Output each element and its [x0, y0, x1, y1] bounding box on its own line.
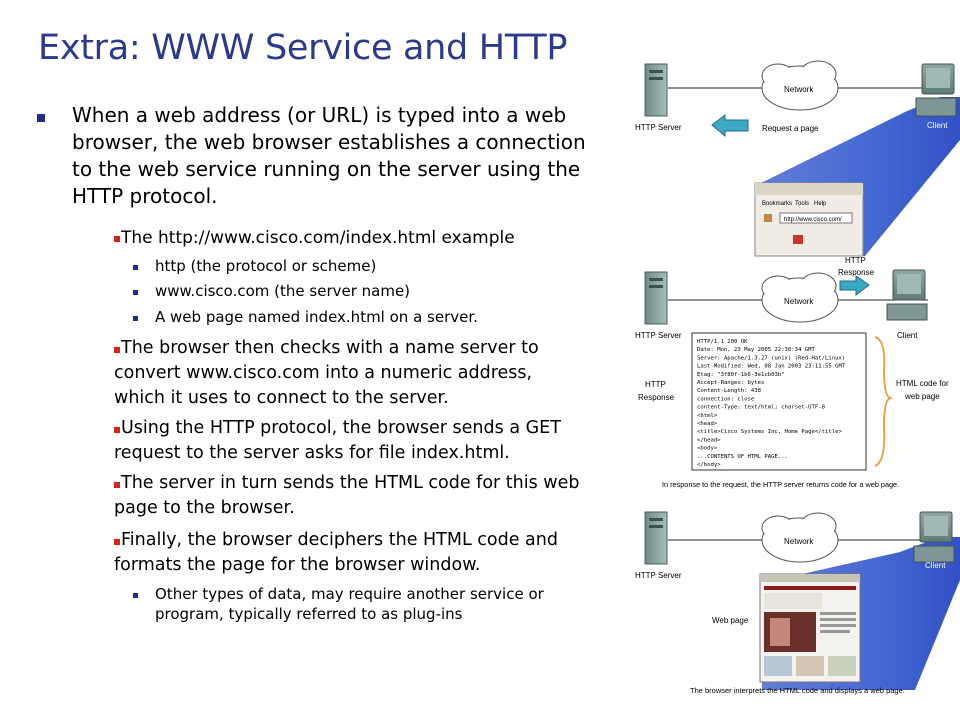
code-line: ...CONTENTS OF HTML PAGE...: [697, 454, 788, 460]
bullet-3-line-1: The browser then checks with a name serv…: [121, 338, 539, 358]
code-line: connection: close: [697, 396, 755, 402]
bullet-6-line-1: Finally, the browser deciphers the HTML …: [121, 530, 558, 550]
bullet-marker: [114, 347, 120, 353]
webpage-label: Web page: [712, 616, 749, 625]
bullet-1-line-3: to the web service running on the server…: [72, 157, 581, 181]
network-cloud-icon: [761, 60, 839, 111]
bullet-3-line-3: which it uses to connect to the server.: [114, 388, 449, 408]
server-label: HTTP Server: [635, 331, 682, 340]
client-computer-icon: [886, 269, 928, 321]
web-page-screenshot: [759, 573, 861, 683]
bullet-2a: http (the protocol or scheme): [155, 257, 377, 275]
http-label: HTTP: [645, 380, 666, 389]
network-cloud-icon: [761, 272, 839, 323]
client-label: Client: [925, 561, 946, 570]
server-label: HTTP Server: [635, 571, 682, 580]
bullet-4-line-1: Using the HTTP protocol, the browser sen…: [121, 418, 561, 438]
bullet-marker: [114, 427, 120, 433]
response-label: Response: [838, 268, 875, 277]
server-icon: [644, 63, 668, 117]
bullet-marker: [133, 316, 138, 321]
slide-title: Extra: WWW Service and HTTP: [38, 28, 568, 68]
code-line: Content-Length: 438: [697, 388, 762, 394]
bullet-marker: [114, 482, 120, 488]
client-computer-icon: [915, 63, 957, 117]
server-icon: [644, 271, 668, 325]
bullet-6a-line-2: program, typically referred to as plug-i…: [155, 605, 463, 623]
bullet-1-line-4: HTTP protocol.: [72, 184, 218, 208]
code-line: Accept-Ranges: bytes: [697, 380, 764, 386]
code-line: Date: Mon, 23 May 2005 22:38:34 GMT: [697, 347, 816, 353]
server-label: HTTP Server: [635, 123, 682, 132]
http-response-code: HTTP/1.1 200 OK Date: Mon, 23 May 2005 22…: [697, 339, 846, 468]
bullet-marker: [114, 236, 120, 242]
bullet-5-line-2: page to the browser.: [114, 498, 295, 518]
bullet-marker: [133, 593, 138, 598]
code-line: </body>: [697, 462, 721, 468]
response-label: Response: [638, 393, 675, 402]
client-label: Client: [927, 121, 948, 130]
arrow-left-icon: [711, 113, 749, 138]
brace-shape: [874, 336, 894, 467]
menu-tools: Tools: [795, 201, 809, 207]
menu-bookmarks: Bookmarks: [762, 201, 792, 207]
code-line: Etag: "3f80f-1b6-3e1cb03b": [697, 372, 785, 378]
request-label: Request a page: [762, 124, 819, 133]
html-code-label: HTML code for: [896, 379, 949, 388]
network-label: Network: [784, 85, 814, 94]
bullet-2b: www.cisco.com (the server name): [155, 282, 411, 300]
url-text: http://www.cisco.com/: [784, 217, 842, 223]
code-line: Server: Apache/1.3.27 (unix) (Red-Hat/Li…: [697, 355, 845, 361]
bullet-6-line-2: formats the page for the browser window.: [114, 555, 481, 575]
panel-response: Network HTTP Server Client HTTP Response…: [635, 269, 949, 489]
code-line: <head>: [697, 421, 718, 427]
panel-2-caption: In response to the request, the HTTP ser…: [662, 480, 899, 489]
panel-3-caption: The browser interprets the HTML code and…: [690, 686, 905, 695]
html-code-label: web page: [904, 392, 940, 401]
http-diagram: Network HTTP Server Client Request a pag…: [635, 60, 960, 695]
network-label: Network: [784, 297, 814, 306]
server-icon: [644, 511, 668, 565]
code-line: </head>: [697, 437, 721, 443]
client-label: Client: [897, 331, 918, 340]
network-cloud-icon: [761, 512, 839, 563]
bullet-4-line-2: request to the server asks for file inde…: [114, 443, 510, 463]
browser-window: Bookmarks Tools Help http://www.cisco.co…: [754, 182, 864, 257]
code-line: <title>Cisco Systems Inc, Home Page</tit…: [697, 429, 842, 435]
network-label: Network: [784, 537, 814, 546]
bullet-marker: [133, 265, 138, 270]
bullet-2c: A web page named index.html on a server.: [155, 308, 478, 326]
panel-request: Network HTTP Server Client Request a pag…: [635, 60, 960, 297]
bullet-1-line-2: browser, the web browser establishes a c…: [72, 130, 586, 154]
bullet-1-line-1: When a web address (or URL) is typed int…: [72, 103, 567, 127]
code-line: <body>: [697, 446, 718, 452]
bullet-6a-line-1: Other types of data, may require another…: [155, 585, 544, 603]
menu-help: Help: [814, 201, 827, 207]
bullet-3-line-2: convert www.cisco.com into a numeric add…: [114, 363, 533, 383]
bullet-marker: [114, 539, 120, 545]
bullet-marker: [37, 114, 45, 122]
code-line: content-Type: text/html; charset-UTF-8: [697, 405, 826, 411]
code-line: Last-Modified: Wed, 08 Jan 2003 23:11:55…: [697, 364, 846, 370]
client-computer-icon: [913, 511, 955, 563]
arrow-right-icon: [839, 275, 870, 297]
http-response-box: [691, 332, 867, 471]
bullet-2: The http://www.cisco.com/index.html exam…: [121, 228, 515, 248]
bullet-marker: [133, 290, 138, 295]
http-label: HTTP: [845, 256, 866, 265]
code-line: HTTP/1.1 200 OK: [697, 339, 748, 345]
panel-display: Network HTTP Server Client Web page: [635, 511, 960, 695]
bullet-5-line-1: The server in turn sends the HTML code f…: [121, 473, 580, 493]
code-line: <html>: [697, 413, 718, 419]
